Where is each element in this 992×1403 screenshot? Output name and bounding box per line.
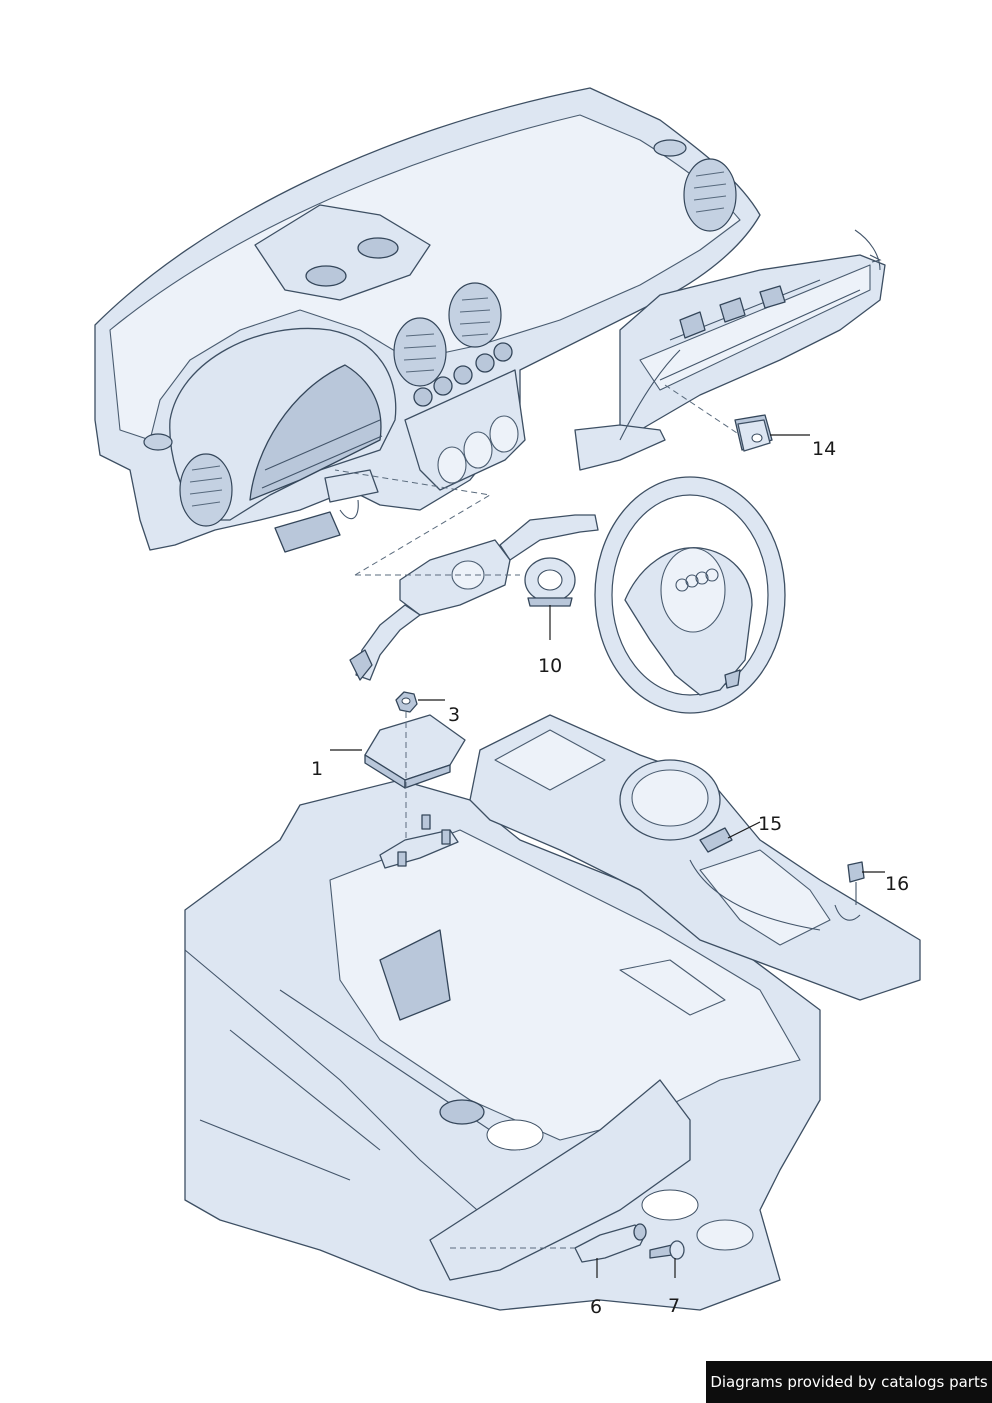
callout-10: 10 [538, 655, 563, 677]
airbag-control-unit [364, 714, 466, 789]
nut-part-3 [395, 691, 418, 713]
crash-sensor-part-6 [574, 1223, 647, 1263]
callout-15: 15 [758, 813, 783, 835]
assembly-dashline-switch [664, 384, 741, 436]
attribution-text: Diagrams provided by catalogs parts [710, 1373, 988, 1391]
assembly-dashline-column [334, 469, 492, 576]
attribution-banner: Diagrams provided by catalogs parts [706, 1361, 992, 1403]
vent-left [143, 433, 233, 527]
passenger-airbag-module [574, 229, 886, 471]
dashboard-assembly [94, 87, 761, 553]
switch-part-14 [734, 414, 773, 452]
vent-right [653, 139, 737, 232]
leader-15 [727, 821, 761, 839]
steering-column-switch [349, 514, 599, 681]
callout-7: 7 [668, 1295, 681, 1317]
callout-1: 1 [311, 758, 324, 780]
vehicle-floor-pan [184, 779, 821, 1311]
vent-center-right [448, 282, 502, 348]
callout-16: 16 [885, 873, 910, 895]
callout-3: 3 [448, 704, 461, 726]
callout-6: 6 [590, 1296, 603, 1318]
mounting-bracket [379, 814, 459, 869]
connector-part-15 [699, 827, 733, 853]
steering-wheel [594, 476, 786, 714]
bolt-part-7 [649, 1240, 685, 1260]
callout-14: 14 [812, 438, 837, 460]
center-console [469, 714, 921, 1001]
connector-part-16 [847, 861, 865, 905]
clock-spring [524, 557, 576, 607]
vent-center-left [393, 317, 447, 387]
